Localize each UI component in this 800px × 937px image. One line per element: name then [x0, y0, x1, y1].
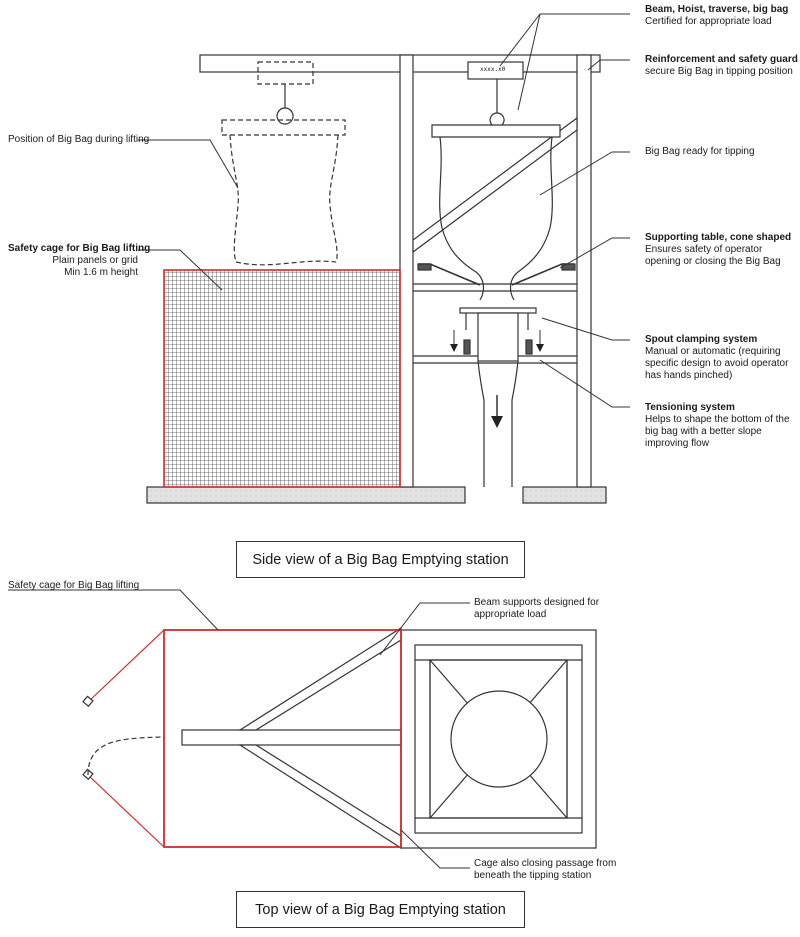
column-left [399, 54, 414, 488]
label-beam-supports-line1: Beam supports designed for [474, 597, 600, 608]
label-spout-clamping-line3: has hands pinched) [645, 370, 733, 381]
label-cage-closing: Cage also closing passage from beneath t… [474, 858, 616, 882]
label-tensioning-title: Tensioning system [645, 402, 735, 413]
hoist-readout: xxxx.x0 [480, 66, 506, 73]
bag-tipping [431, 124, 561, 301]
safety-cage-top [163, 629, 402, 848]
label-safety-cage: Safety cage for Big Bag lifting Plain pa… [8, 243, 150, 279]
label-tensioning-line3: improving flow [645, 438, 709, 449]
label-beam: Beam, Hoist, traverse, big bag Certified… [645, 4, 788, 28]
label-spout-clamping-title: Spout clamping system [645, 334, 758, 345]
label-reinforcement-title: Reinforcement and safety guard to [645, 54, 800, 65]
label-cage-closing-line2: beneath the tipping station [474, 870, 592, 881]
label-beam-title: Beam, Hoist, traverse, big bag [645, 4, 789, 15]
label-safety-cage-line1: Plain panels or grid [52, 255, 138, 266]
label-beam-desc: Certified for appropriate load [645, 16, 772, 27]
column-right [576, 54, 592, 488]
label-safety-cage-line2: Min 1.6 m height [64, 267, 138, 278]
label-supporting-table: Supporting table, cone shaped Ensures sa… [645, 232, 791, 268]
reinforcement-diagonal [412, 116, 578, 254]
ground-slab-left [146, 486, 466, 504]
label-reinforcement-desc: secure Big Bag in tipping position [645, 66, 793, 77]
label-tensioning: Tensioning system Helps to shape the bot… [645, 402, 790, 450]
label-spout-clamping: Spout clamping system Manual or automati… [645, 334, 788, 382]
label-supporting-table-title: Supporting table, cone shaped [645, 232, 792, 243]
side-view [138, 13, 630, 504]
label-cage-closing-line1: Cage also closing passage from [474, 858, 617, 869]
central-beam [181, 729, 402, 746]
top-view [8, 589, 597, 869]
label-reinforcement: Reinforcement and safety guard to secure… [645, 54, 800, 78]
caption-side-view: Side view of a Big Bag Emptying station [236, 541, 525, 578]
label-beam-supports-line2: appropriate load [474, 609, 547, 620]
label-ready-tipping: Big Bag ready for tipping [645, 146, 755, 157]
label-tensioning-line2: big bag with a better slope [645, 426, 762, 437]
label-safety-cage-title: Safety cage for Big Bag lifting [8, 243, 151, 254]
label-spout-clamping-line1: Manual or automatic (requiring [645, 346, 781, 357]
label-tensioning-line1: Helps to shape the bottom of the [645, 414, 790, 425]
label-position-lifting: Position of Big Bag during lifting [8, 134, 150, 145]
label-spout-clamping-line2: specific design to avoid operator [645, 358, 789, 369]
ground-slab-right [522, 486, 607, 504]
safety-cage-side [163, 269, 401, 488]
label-top-safety-cage: Safety cage for Big Bag lifting [8, 580, 140, 591]
label-supporting-table-line2: opening or closing the Big Bag [645, 256, 781, 267]
hoist [467, 61, 524, 80]
caption-top-view: Top view of a Big Bag Emptying station [236, 891, 525, 928]
bag-circle [450, 690, 548, 788]
label-supporting-table-line1: Ensures safety of operator [645, 244, 763, 255]
bag-lifting-dashed [221, 119, 346, 266]
side-leaders [138, 13, 630, 408]
label-beam-supports: Beam supports designed for appropriate l… [474, 597, 599, 621]
